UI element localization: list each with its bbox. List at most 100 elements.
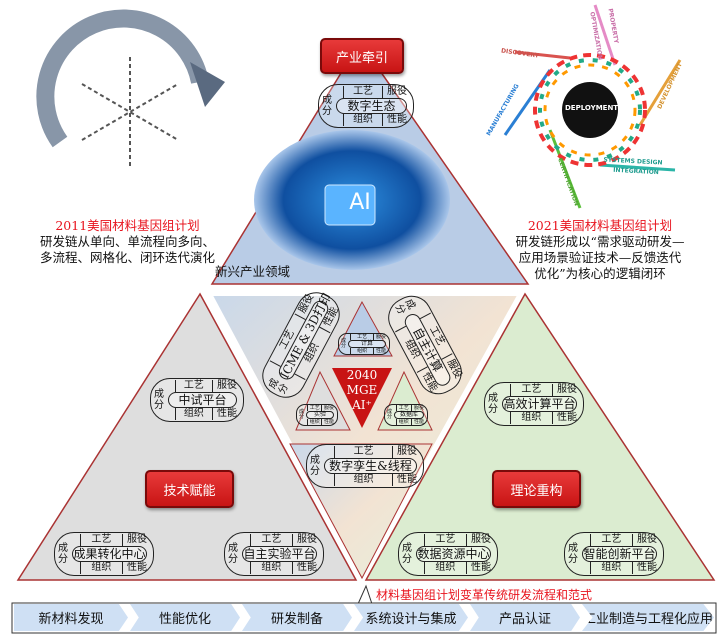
module-name: 智能创新平台 [582, 546, 657, 562]
module-name: 自主实验平台 [242, 546, 317, 562]
module-part-gy: 工艺 [249, 534, 293, 546]
module-part-zz: 组织 [249, 562, 293, 574]
module-part-zz: 组织 [334, 474, 393, 486]
module-part-cf: 成分 [310, 455, 320, 477]
module-part-cf: 成分 [154, 389, 164, 411]
industry-pull-button[interactable]: 产业牵引 [320, 38, 404, 74]
module-part-fy: 服役 [413, 405, 424, 411]
process-step: 研发制备 [242, 604, 352, 631]
module-part-fy: 服役 [557, 384, 577, 395]
module-part-zz: 组织 [307, 419, 322, 425]
module-name: 数字孪生&线程 [324, 458, 417, 474]
module-part-zz: 组织 [79, 562, 123, 574]
deployment-graphic [503, 4, 682, 209]
module-11: 成分工艺服役组织性能实验 [296, 404, 338, 426]
center-ai: AI⁺ [352, 398, 372, 412]
module-part-zz: 组织 [423, 562, 467, 574]
module-part-fy: 服役 [375, 334, 386, 340]
module-part-xn: 性能 [217, 408, 237, 419]
module-part-xn: 性能 [471, 562, 491, 573]
ai-image-label: AI [349, 190, 371, 215]
module-part-cf: 成分 [58, 543, 68, 565]
module-part-gy: 工艺 [589, 534, 633, 546]
module-part-gy: 工艺 [174, 380, 213, 392]
tech-empower-button[interactable]: 技术赋能 [145, 470, 234, 508]
module-part-xn: 性能 [413, 419, 424, 425]
module-part-xn: 性能 [637, 562, 657, 573]
module-part-gy: 工艺 [509, 384, 553, 396]
module-name: 数据库 [394, 411, 424, 419]
left-description: 2011美国材料基因组计划 研发链从单向、单流程向多向、 多流程、网格化、闭环迭… [40, 218, 215, 266]
module-part-fy: 服役 [471, 534, 491, 545]
right-line: 优化”为核心的逻辑闭环 [534, 266, 666, 281]
module-5: 成分工艺服役组织性能数据资源中心 [398, 532, 498, 576]
module-name: 中试平台 [168, 392, 237, 408]
module-4: 成分工艺服役组织性能自主实验平台 [224, 532, 324, 576]
module-part-zz: 组织 [395, 419, 412, 425]
left-line: 多流程、网格化、闭环迭代演化 [40, 250, 216, 265]
module-name: 成果转化中心 [72, 546, 147, 562]
right-line: 研发链形成以“需求驱动研发— [515, 234, 685, 249]
theory-reconstruct-button[interactable]: 理论重构 [492, 470, 581, 508]
module-part-cf: 成分 [488, 393, 498, 415]
center-red-triangle [332, 368, 392, 428]
right-description: 2021美国材料基因组计划 研发链形成以“需求驱动研发— 应用场景验证技术—反馈… [510, 218, 690, 282]
process-step: 新材料发现 [14, 604, 128, 631]
module-2: 成分工艺服役组织性能高效计算平台 [484, 382, 584, 426]
middle-triangle [206, 292, 524, 583]
right-title: 2021美国材料基因组计划 [527, 218, 673, 233]
module-part-cf: 成分 [387, 409, 393, 420]
module-name: 计算 [348, 340, 386, 348]
module-part-gy: 工艺 [334, 446, 393, 458]
module-part-zz: 组织 [350, 348, 374, 354]
deployment-label: DEPLOYMENT [565, 104, 619, 112]
module-part-zz: 组织 [589, 562, 633, 574]
module-part-cf: 成分 [322, 95, 332, 117]
process-step: 系统设计与集成 [354, 604, 468, 631]
center-mge: MGE [346, 383, 378, 397]
left-line: 研发链从单向、单流程向多向、 [40, 234, 216, 249]
module-1: 成分工艺服役组织性能中试平台 [150, 378, 244, 422]
module-part-xn: 性能 [297, 562, 317, 573]
module-part-fy: 服役 [323, 405, 334, 411]
caption-pointer [357, 584, 373, 605]
module-7: 成分工艺服役组织性能数字孪生&线程 [306, 444, 424, 488]
module-name: 高效计算平台 [502, 396, 577, 412]
module-part-xn: 性能 [127, 562, 147, 573]
module-10: 成分工艺服役组织性能计算 [338, 333, 390, 355]
module-part-gy: 工艺 [343, 86, 383, 98]
module-part-cf: 成分 [228, 543, 238, 565]
inner-right-triangle [377, 370, 433, 431]
module-part-gy: 工艺 [423, 534, 467, 546]
module-part-xn: 性能 [397, 474, 417, 485]
process-step: 产品认证 [470, 604, 580, 631]
module-part-xn: 性能 [557, 412, 577, 423]
module-6: 成分工艺服役组织性能智能创新平台 [564, 532, 664, 576]
caption: 材料基因组计划变革传统研发流程和范式 [376, 588, 593, 602]
module-part-fy: 服役 [297, 534, 317, 545]
emerging-industry-label: 新兴产业领域 [215, 264, 291, 279]
right-line: 应用场景验证技术—反馈迭代 [518, 250, 682, 265]
module-part-fy: 服役 [387, 86, 407, 97]
module-name: 数据资源中心 [416, 546, 491, 562]
module-part-cf: 成分 [341, 338, 347, 349]
right-triangle [364, 292, 716, 581]
module-name: 实验 [306, 411, 334, 419]
module-part-zz: 组织 [343, 114, 383, 126]
module-part-cf: 成分 [568, 543, 578, 565]
process-step: 工业制造与工程化应用 [582, 604, 714, 631]
module-part-cf: 成分 [299, 409, 305, 420]
cycle-graphic [36, 9, 225, 167]
module-part-fy: 服役 [127, 534, 147, 545]
module-part-gy: 工艺 [350, 334, 374, 340]
module-part-cf: 成分 [402, 543, 412, 565]
process-step: 性能优化 [130, 604, 240, 631]
module-part-gy: 工艺 [395, 405, 412, 411]
module-part-gy: 工艺 [307, 405, 322, 411]
left-title: 2011美国材料基因组计划 [55, 218, 200, 233]
center-label: 2040 MGE AI⁺ [344, 368, 380, 413]
module-part-fy: 服役 [217, 380, 237, 391]
module-part-fy: 服役 [637, 534, 657, 545]
module-part-xn: 性能 [323, 419, 334, 425]
